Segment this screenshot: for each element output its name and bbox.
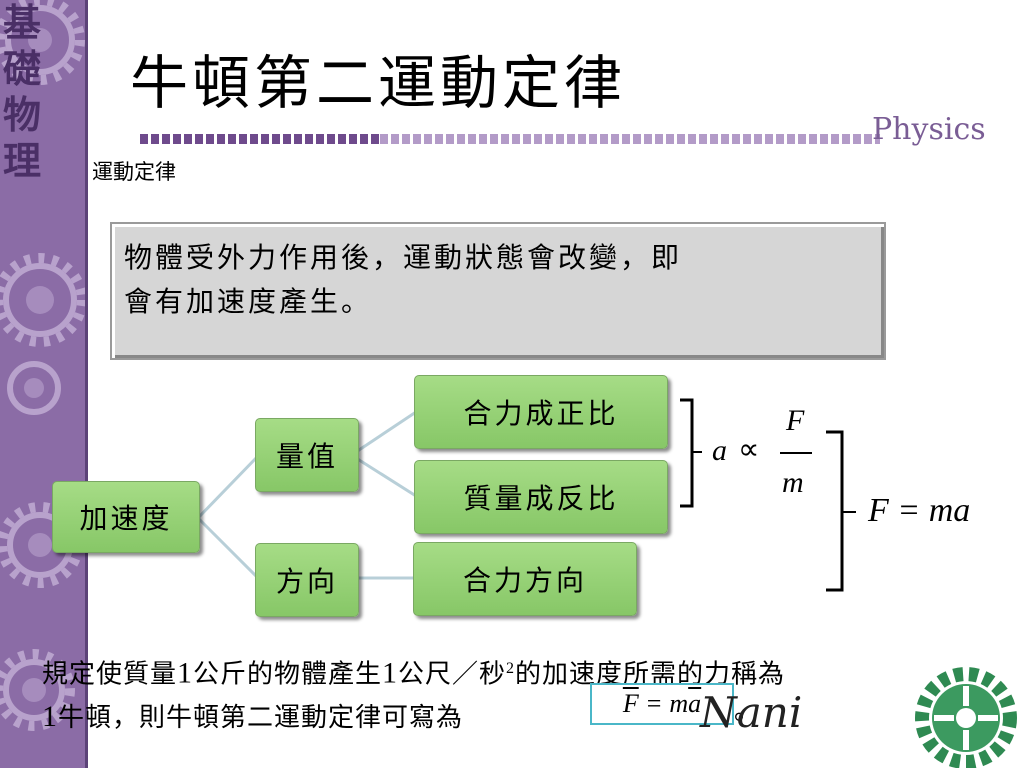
- page-title: 牛頓第二運動定律: [130, 49, 627, 117]
- definition-box: [110, 222, 886, 360]
- bottom-text-part: 公尺／秒: [398, 659, 507, 690]
- sidebar-char: 理: [2, 139, 41, 183]
- bottom-number: 1: [382, 656, 399, 690]
- bracket-left: [680, 398, 694, 508]
- bottom-superscript: 2: [506, 660, 516, 677]
- signature: Nani: [700, 688, 803, 737]
- definition-line: 物體受外力作用後，運動狀態會改變，即: [124, 241, 683, 274]
- node-force-proportional: 合力成正比: [414, 375, 668, 449]
- formula-F-equals-ma: F = ma: [868, 492, 971, 529]
- title-dash-divider: [140, 134, 880, 144]
- formula-m-denominator: m: [782, 466, 804, 499]
- bottom-text-part: 牛頓，則牛頓第二運動定律可寫為: [58, 702, 464, 733]
- gear-icon: [915, 667, 1017, 768]
- node-force-direction: 合力方向: [413, 542, 637, 616]
- sidebar-char: 礎: [2, 47, 41, 91]
- bottom-text-part: 規定使質量: [42, 659, 178, 690]
- connector-root-magnitude: [196, 454, 260, 520]
- bottom-line-1: 規定使質量1公斤的物體產生1公尺／秒2的加速度所需的力稱為: [42, 648, 982, 696]
- eq-equals: =: [646, 689, 662, 718]
- section-subtitle: 運動定律: [92, 160, 176, 184]
- eq-F: F: [622, 689, 639, 718]
- bottom-statement: 規定使質量1公斤的物體產生1公尺／秒2的加速度所需的力稱為 1牛頓，則牛頓第二運…: [42, 648, 982, 739]
- eq-a: a: [688, 689, 702, 718]
- bottom-text-part: 公斤的物體產生: [193, 659, 383, 690]
- sidebar-rail: [85, 0, 88, 768]
- formula-a: a: [712, 434, 727, 467]
- sidebar-title: 基 礎 物 理: [0, 0, 44, 184]
- title-dash-divider-light: [380, 134, 880, 144]
- node-acceleration: 加速度: [52, 481, 200, 553]
- bottom-period: 。: [734, 696, 761, 726]
- formula-F-numerator: F: [786, 404, 805, 437]
- bottom-number: 1: [177, 656, 194, 690]
- node-magnitude: 量值: [255, 418, 359, 492]
- vector-equation-box: F = m a: [590, 683, 734, 725]
- node-direction: 方向: [255, 543, 359, 617]
- connector-root-direction: [196, 516, 260, 580]
- definition-line: 會有加速度產生。: [124, 285, 373, 318]
- bottom-number: 1: [42, 699, 58, 733]
- bottom-line-2: 1牛頓，則牛頓第二運動定律可寫為: [42, 696, 982, 739]
- left-sidebar: 基 礎 物 理: [0, 0, 88, 768]
- connector-magnitude-mass: [355, 456, 417, 498]
- eq-m: m: [669, 689, 689, 718]
- node-mass-inverse: 質量成反比: [414, 460, 668, 534]
- gear-decoration-icon: [0, 0, 87, 731]
- sidebar-char: 物: [2, 93, 41, 137]
- definition-text: 物體受外力作用後，運動狀態會改變，即 會有加速度產生。: [124, 236, 864, 324]
- formula-propto: ∝: [738, 433, 760, 466]
- connector-magnitude-force: [355, 410, 417, 454]
- bracket-right: [826, 430, 844, 592]
- brand-text: Physics: [872, 112, 986, 147]
- sidebar-char: 基: [2, 1, 41, 45]
